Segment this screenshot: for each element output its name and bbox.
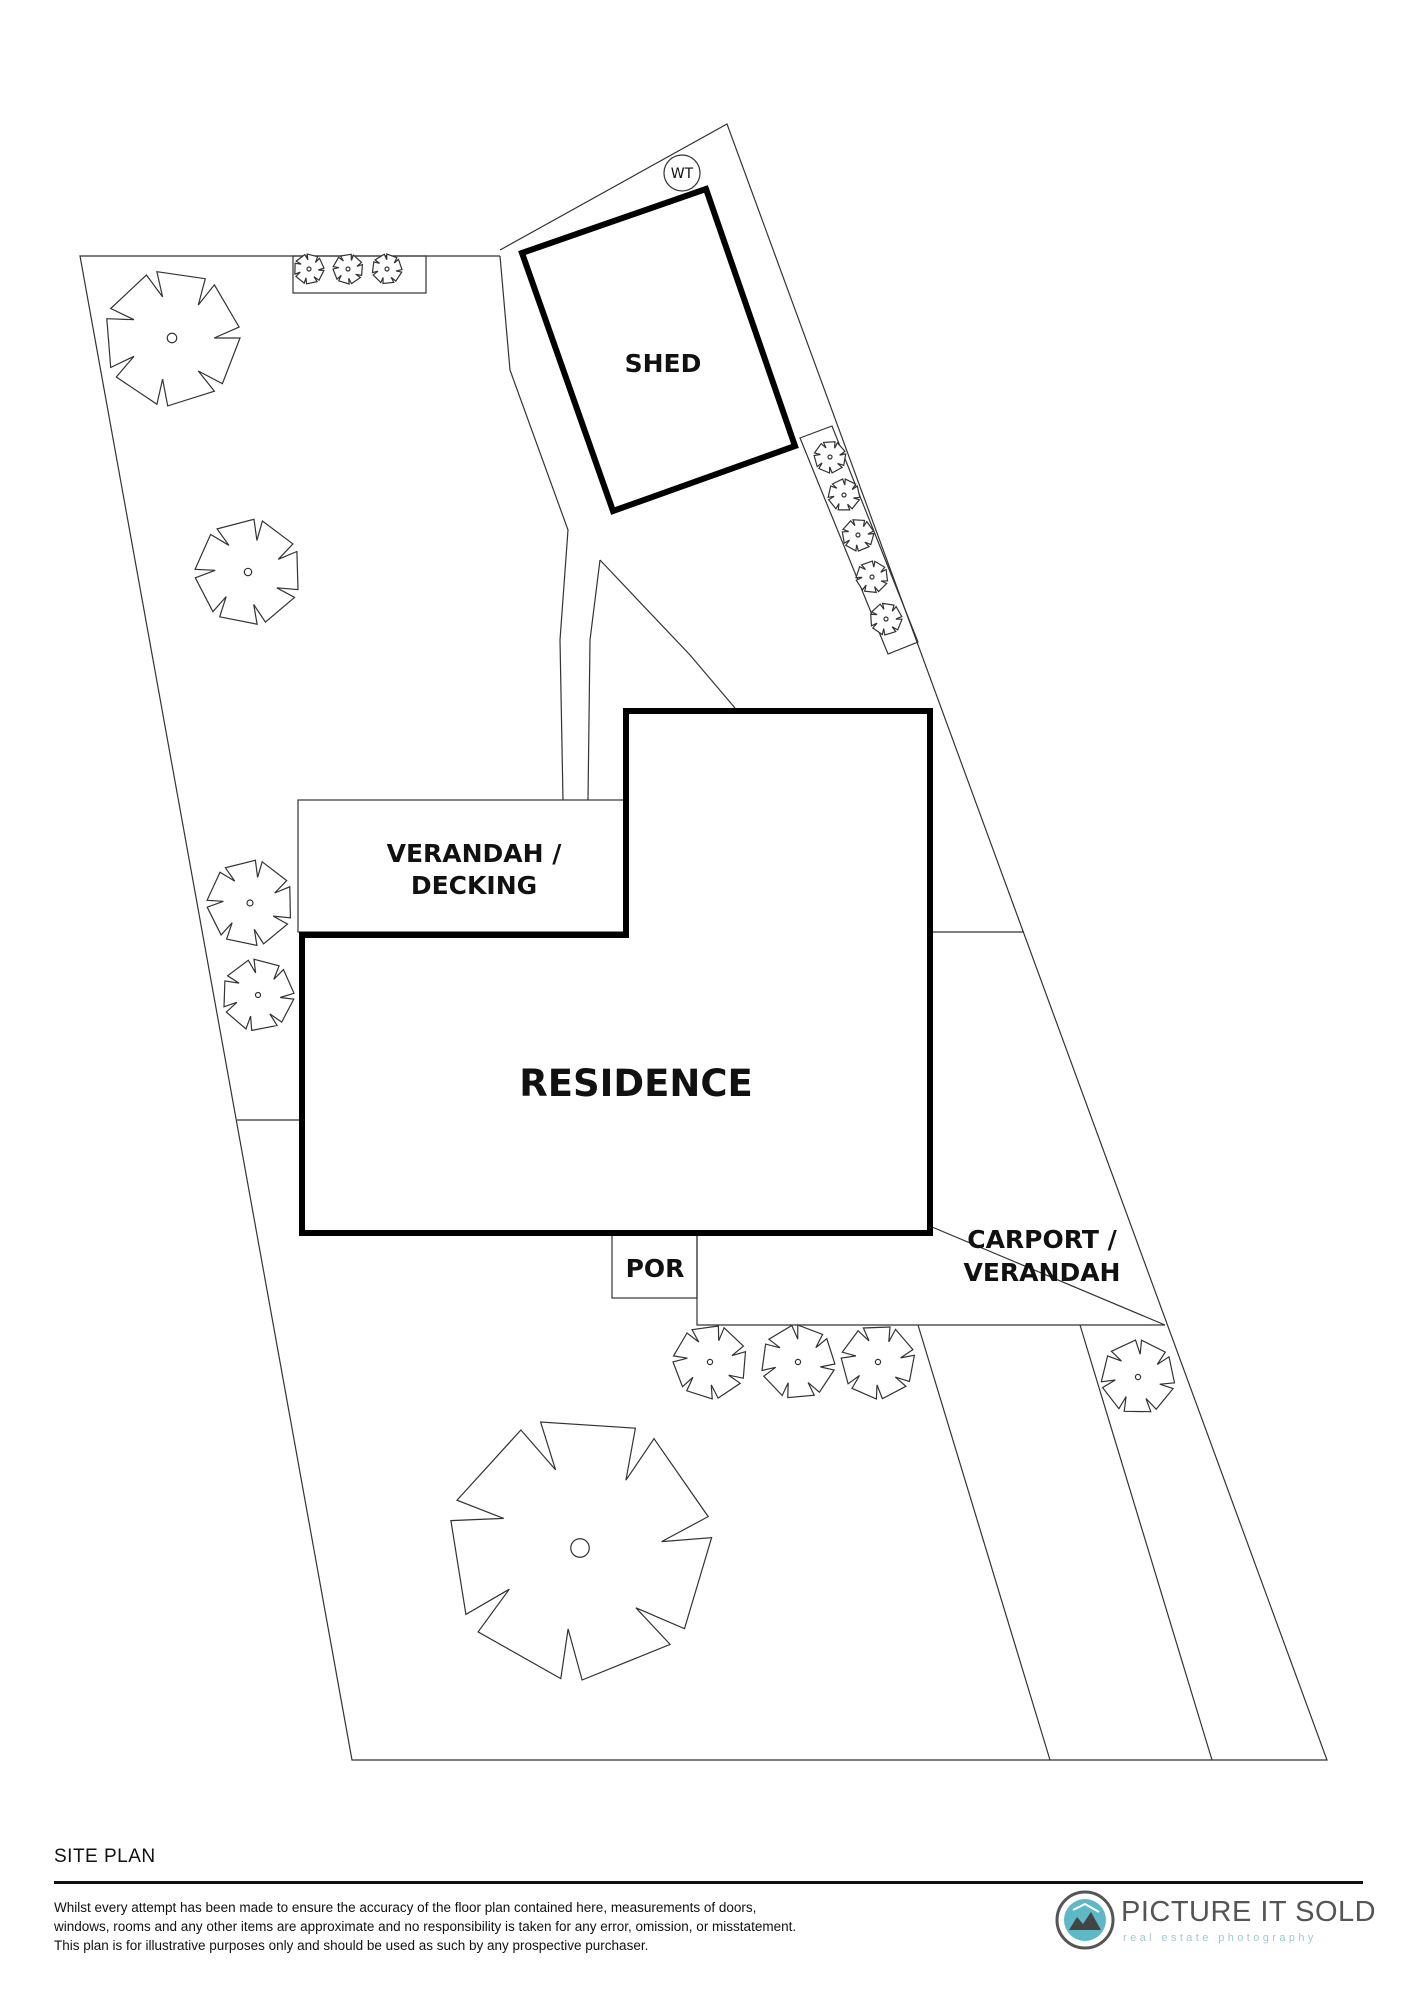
tree-trunk-icon: [384, 266, 390, 272]
water-tank-label: WT: [671, 166, 694, 182]
tree-trunk-icon: [306, 266, 312, 272]
driveway-edge-right: [1079, 1324, 1213, 1761]
tree-trunk-icon: [794, 1358, 802, 1366]
brand-tagline: real estate photography: [1123, 1932, 1317, 1944]
flower-box: [292, 255, 427, 294]
tree-trunk-icon: [883, 616, 889, 622]
carport-label-line2: VERANDAH: [964, 1258, 1121, 1287]
trees-group: [106, 253, 1176, 1681]
tree-trunk-icon: [243, 567, 253, 577]
driveway-edge-left: [917, 1324, 1051, 1761]
tree-trunk-icon: [841, 492, 847, 498]
verandah-label-line1: VERANDAH /: [387, 839, 563, 868]
disclaimer-line: Whilst every attempt has been made to en…: [54, 1900, 757, 1915]
tree-trunk-icon: [1134, 1373, 1142, 1381]
footer-divider: [54, 1881, 1363, 1884]
shed-outline: [518, 185, 799, 515]
tree-trunk-icon: [254, 991, 262, 999]
tree-trunk-icon: [874, 1358, 882, 1366]
tree-trunk-icon: [869, 574, 875, 580]
disclaimer-line: This plan is for illustrative purposes o…: [54, 1938, 649, 1953]
tree-trunk-icon: [345, 266, 351, 272]
brand-logo: PICTURE IT SOLD real estate photography: [1055, 1890, 1376, 1952]
tree-trunk-icon: [570, 1538, 590, 1558]
verandah-label-line2: DECKING: [411, 871, 537, 900]
residence-outline: [299, 708, 933, 1236]
tree-trunk-icon: [166, 332, 178, 344]
disclaimer-text: Whilst every attempt has been made to en…: [54, 1898, 974, 1955]
site-plan-title: SITE PLAN: [54, 1846, 156, 1867]
disclaimer-line: windows, rooms and any other items are a…: [54, 1919, 797, 1934]
property-boundary: [79, 123, 1328, 1761]
garden-bed-edge: [499, 255, 569, 801]
tree-trunk-icon: [246, 899, 254, 907]
carport-label-line1: CARPORT /: [967, 1225, 1117, 1254]
tree-trunk-icon: [827, 454, 833, 460]
residence-label: RESIDENCE: [519, 1062, 753, 1105]
path-edge-diagonal: [599, 559, 736, 709]
tree-trunk-icon: [706, 1358, 714, 1366]
tree-trunk-icon: [855, 532, 861, 538]
brand-name: PICTURE IT SOLD: [1121, 1896, 1377, 1928]
water-tank: [663, 154, 701, 192]
porch-label: POR: [626, 1254, 685, 1283]
shed-label: SHED: [625, 349, 702, 378]
path-edge-inner: [587, 559, 601, 801]
camera-lens-logo-icon: [1055, 1890, 1115, 1950]
